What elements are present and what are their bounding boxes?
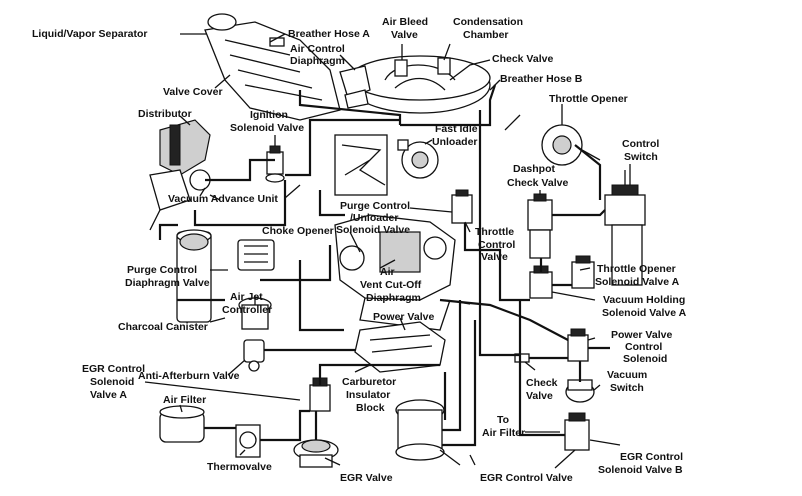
label-throttle-control-valve: Throttle [475,226,514,238]
label-carburetor-insulator-3: Block [356,402,385,414]
label-thermovalve: Thermovalve [207,461,272,473]
label-condensation-chamber-2: Chamber [463,29,509,41]
label-breather-hose-b: Breather Hose B [500,73,583,85]
label-purge-control-diaphragm-2: Diaphragm Valve [125,277,210,289]
egr-control-valve-drawing [395,399,445,461]
ignition-solenoid-drawing [265,145,285,183]
vacuum-holding-drawing [529,255,595,299]
label-egr-control-b-2: Solenoid Valve B [598,464,683,476]
label-carburetor-insulator: Carburetor [342,376,396,388]
label-air-jet-controller-2: Controller [222,304,272,316]
label-condensation-chamber: Condensation [453,16,523,28]
label-air-bleed-valve: Air Bleed [382,16,428,28]
label-egr-control-b: EGR Control [620,451,683,463]
label-purge-control-diaphragm: Purge Control [127,264,197,276]
label-egr-control-valve: EGR Control Valve [480,472,573,484]
vacuum-hoses [158,84,610,447]
carburetor-drawing [334,214,456,331]
label-valve-cover: Valve Cover [163,86,223,98]
purge-unloader-drawing [334,134,388,196]
label-liquid-vapor-separator: Liquid/Vapor Separator [32,28,148,40]
label-power-valve-control-3: Solenoid [623,353,667,365]
throttle-opener-drawing [541,124,601,166]
label-throttle-control-valve-2: Control [478,239,515,251]
fast-idle-unloader-drawing [397,139,439,179]
label-to-air-filter-2: Air Filter [482,427,525,439]
label-power-valve: Power Valve [373,311,434,323]
label-air-bleed-valve-2: Valve [391,29,418,41]
label-purge-control-unloader-2: /Unloader [350,212,398,224]
power-valve-solenoid-drawing [567,328,589,362]
label-dashpot-check-valve-2: Check Valve [507,177,568,189]
label-distributor: Distributor [138,108,192,120]
label-breather-hose-a: Breather Hose A [288,28,370,40]
label-throttle-opener-solenoid-2: Solenoid Valve A [595,276,680,288]
label-egr-control-a-3: Valve A [90,389,127,401]
label-fast-idle-unloader: Fast Idle [435,123,478,135]
label-egr-control-a-2: Solenoid [90,376,134,388]
label-vacuum-switch-2: Switch [610,382,644,394]
anti-afterburn-drawing [243,339,265,372]
dashpot-drawing [527,193,553,259]
label-check-valve-top: Check Valve [492,53,553,65]
purge-solenoid-drawing [451,189,473,224]
label-vacuum-switch: Vacuum [607,369,647,381]
air-cleaner-drawing [339,55,491,114]
label-vacuum-advance-unit: Vacuum Advance Unit [168,193,278,205]
label-charcoal-canister: Charcoal Canister [118,321,208,333]
label-power-valve-control-2: Control [625,341,662,353]
label-air-filter: Air Filter [163,394,206,406]
air-filter-drawing [159,405,261,458]
label-purge-control-unloader-3: Solenoid Valve [336,224,410,236]
label-air-vent-cutoff-2: Vent Cut-Off [360,279,422,291]
charcoal-canister-drawing [176,229,212,323]
control-switch-drawing [604,170,646,286]
distributor-drawing [149,119,211,231]
label-check-valve-lower-2: Valve [526,390,553,402]
egr-solenoid-b-drawing [564,412,590,451]
label-egr-control-a: EGR Control [82,363,145,375]
label-purge-control-unloader: Purge Control [340,200,410,212]
label-power-valve-control: Power Valve [611,329,672,341]
label-ignition-solenoid-valve: Ignition [250,109,288,121]
valve-cover-drawing [204,13,341,121]
label-throttle-control-valve-3: Valve [481,251,508,263]
label-air-control-diaphragm-2: Diaphragm [290,55,345,67]
component-labels: Liquid/Vapor Separator Breather Hose A A… [32,16,687,484]
label-air-control-diaphragm: Air Control [290,43,345,55]
label-control-switch-2: Switch [624,151,658,163]
label-air-vent-cutoff-3: Diaphragm [366,292,421,304]
label-ignition-solenoid-valve-2: Solenoid Valve [230,122,304,134]
vacuum-switch-drawing [565,379,595,403]
label-fast-idle-unloader-2: Unloader [432,136,478,148]
label-vacuum-holding: Vacuum Holding [603,294,685,306]
label-air-jet-controller: Air Jet [230,291,263,303]
label-carburetor-insulator-2: Insulator [346,389,390,401]
label-air-vent-cutoff: Air [380,266,395,278]
label-egr-valve: EGR Valve [340,472,393,484]
label-throttle-opener: Throttle Opener [549,93,628,105]
label-anti-afterburn-valve: Anti-Afterburn Valve [138,370,240,382]
label-check-valve-lower: Check [526,377,558,389]
label-to-air-filter: To [497,414,509,426]
egr-valve-drawing [293,439,339,468]
leader-lines [144,33,631,469]
label-control-switch: Control [622,138,659,150]
label-choke-opener: Choke Opener [262,225,334,237]
label-dashpot-check-valve: Dashpot [513,163,556,175]
label-vacuum-holding-2: Solenoid Valve A [602,307,687,319]
label-throttle-opener-solenoid: Throttle Opener [597,263,676,275]
